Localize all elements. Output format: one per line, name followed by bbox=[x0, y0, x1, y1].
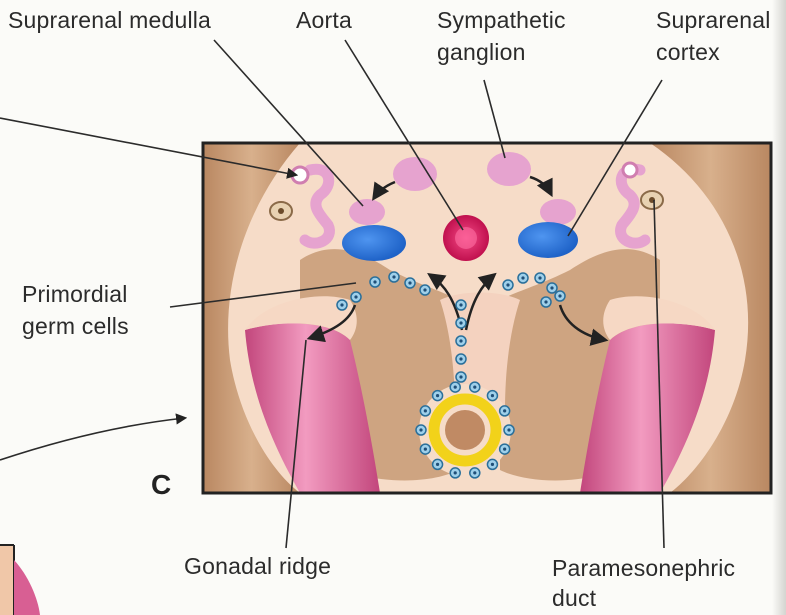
germ-cell-nucleus bbox=[550, 286, 553, 289]
germ-cell-nucleus bbox=[454, 386, 457, 389]
label-duct: duct bbox=[552, 584, 596, 612]
label-ganglion: ganglion bbox=[437, 38, 526, 66]
germ-cell-nucleus bbox=[507, 428, 510, 431]
germ-cell-nucleus bbox=[436, 463, 439, 466]
label-sympathetic: Sympathetic bbox=[437, 6, 566, 34]
germ-cell-nucleus bbox=[340, 303, 343, 306]
suprarenal-medulla-right bbox=[540, 199, 576, 225]
germ-cell-nucleus bbox=[419, 428, 422, 431]
germ-cell-nucleus bbox=[373, 280, 376, 283]
germ-cell-nucleus bbox=[521, 276, 524, 279]
germ-cell-nucleus bbox=[459, 375, 462, 378]
label-suprarenal-medulla: Suprarenal medulla bbox=[8, 6, 211, 34]
germ-cell-nucleus bbox=[424, 409, 427, 412]
label-suprarenal: Suprarenal bbox=[656, 6, 771, 34]
germ-cell-nucleus bbox=[392, 275, 395, 278]
germ-cell-nucleus bbox=[558, 294, 561, 297]
label-gonadal-ridge: Gonadal ridge bbox=[184, 552, 331, 580]
germ-cell-nucleus bbox=[473, 471, 476, 474]
label-paramesonephric: Paramesonephric bbox=[552, 554, 735, 582]
germ-cell-nucleus bbox=[503, 447, 506, 450]
germ-cell-nucleus bbox=[423, 288, 426, 291]
germ-cell-nucleus bbox=[424, 447, 427, 450]
label-cortex: cortex bbox=[656, 38, 720, 66]
germ-cell-nucleus bbox=[459, 321, 462, 324]
suprarenal-medulla-left bbox=[349, 199, 385, 225]
germ-cell-nucleus bbox=[408, 281, 411, 284]
germ-cell-nucleus bbox=[354, 295, 357, 298]
panel-letter: C bbox=[151, 470, 171, 500]
germ-cell-nucleus bbox=[506, 283, 509, 286]
sympathetic-ganglion-right bbox=[487, 152, 531, 186]
partial-figure-b bbox=[0, 545, 40, 615]
germ-cell-nucleus bbox=[491, 394, 494, 397]
label-germ-cells: germ cells bbox=[22, 312, 129, 340]
germ-cell-nucleus bbox=[473, 386, 476, 389]
label-primordial: Primordial bbox=[22, 280, 128, 308]
germ-cell-nucleus bbox=[459, 339, 462, 342]
germ-cell-nucleus bbox=[459, 357, 462, 360]
germ-cell-nucleus bbox=[491, 463, 494, 466]
page-edge-shadow bbox=[772, 0, 786, 615]
germ-cell-nucleus bbox=[436, 394, 439, 397]
germ-cell-nucleus bbox=[503, 409, 506, 412]
germ-cell-nucleus bbox=[459, 303, 462, 306]
germ-cell-nucleus bbox=[454, 471, 457, 474]
germ-cell-nucleus bbox=[544, 300, 547, 303]
suprarenal-cortex-left bbox=[342, 225, 406, 261]
section-panel bbox=[203, 143, 771, 493]
suprarenal-cortex-right bbox=[518, 222, 578, 258]
label-aorta: Aorta bbox=[296, 6, 352, 34]
germ-cell-nucleus bbox=[538, 276, 541, 279]
sympathetic-ganglion-left bbox=[393, 157, 437, 191]
